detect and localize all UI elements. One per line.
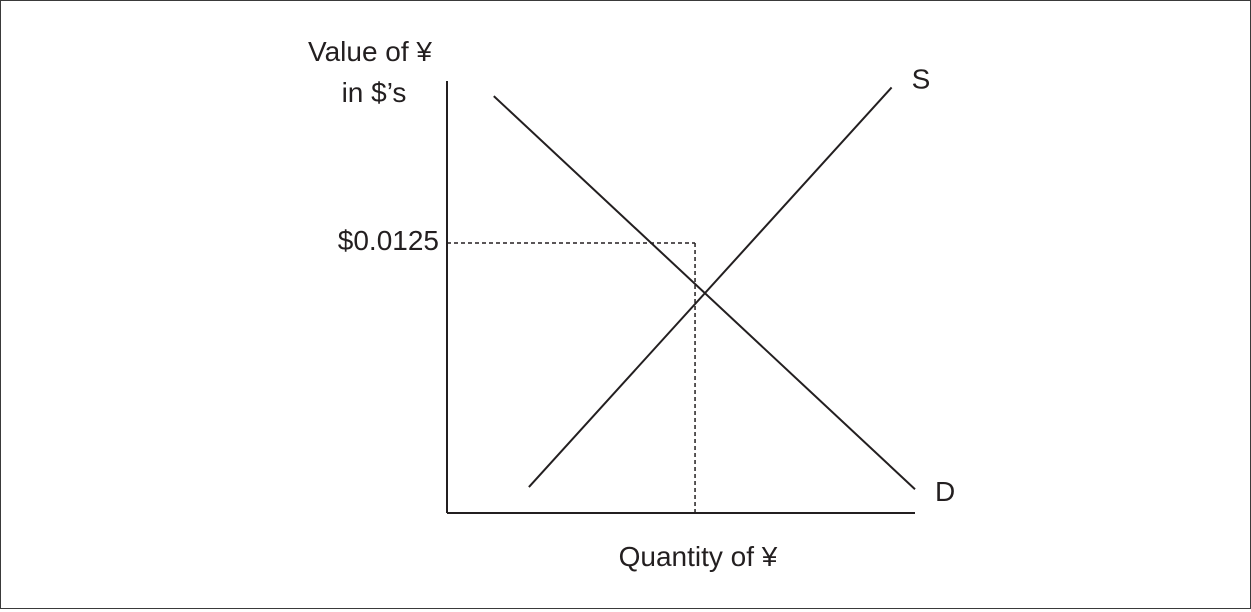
series-lines [493, 86, 916, 490]
series-label-s: S [912, 63, 931, 94]
series-label-d: D [935, 476, 955, 507]
y-axis-label-line-1: Value of ¥ [308, 36, 432, 67]
axes [446, 81, 915, 514]
y-axis-label-line-2: in $’s [342, 77, 407, 108]
equilibrium-price-label: $0.0125 [338, 225, 439, 256]
equilibrium-guides [447, 242, 696, 513]
chart-labels: Value of ¥ in $’s Quantity of ¥ $0.0125 … [308, 36, 955, 572]
series-line-d [493, 95, 916, 490]
x-axis-label: Quantity of ¥ [619, 541, 778, 572]
series-line-s [528, 86, 893, 488]
